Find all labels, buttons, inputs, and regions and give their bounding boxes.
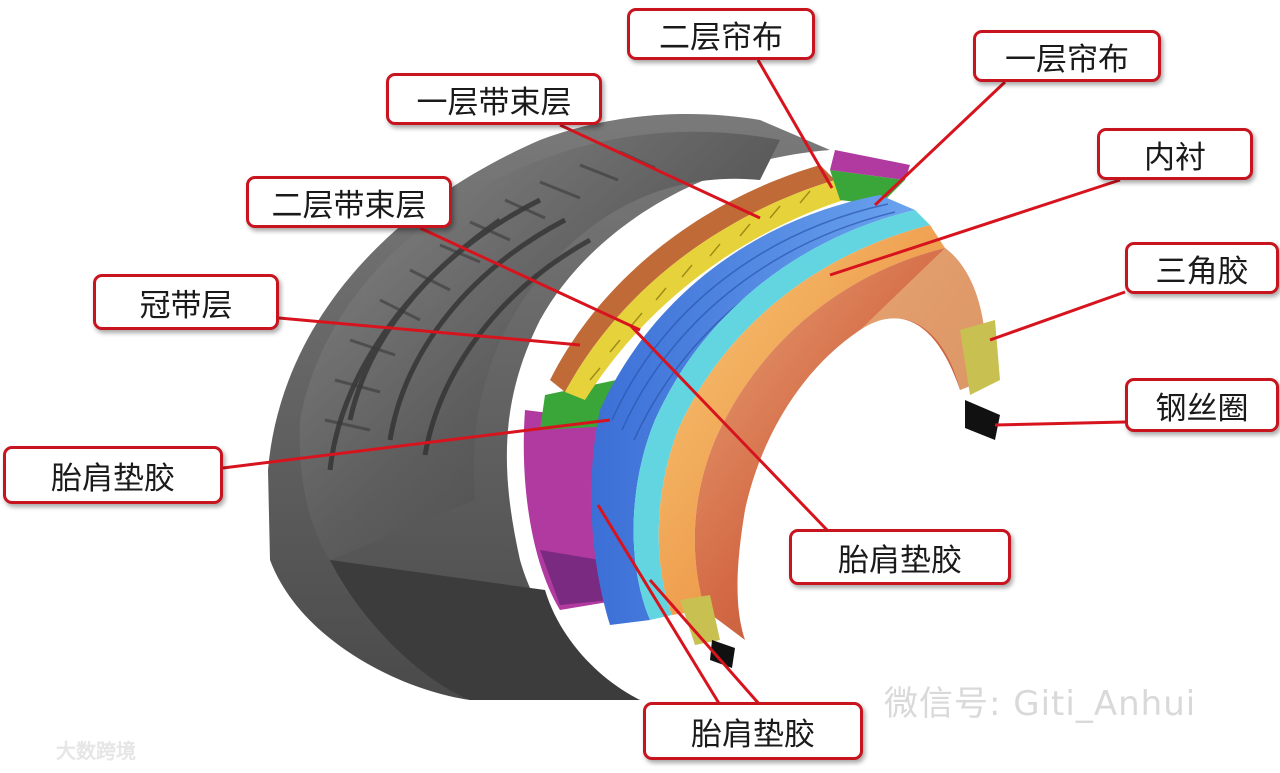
label-cap-ply: 冠带层: [93, 274, 279, 330]
label-shoulder-wedge-left: 胎肩垫胶: [3, 446, 223, 504]
source-watermark: 大数跨境: [56, 739, 136, 763]
label-ply-2: 二层帘布: [627, 8, 815, 60]
bead-right: [965, 400, 1000, 440]
label-shoulder-wedge-center: 胎肩垫胶: [789, 529, 1011, 585]
label-inner-liner: 内衬: [1097, 128, 1253, 180]
label-bead-wire: 钢丝圈: [1125, 378, 1279, 432]
tire-tread: [299, 131, 780, 560]
label-ply-1: 一层帘布: [973, 30, 1161, 82]
inner-liner: [658, 225, 945, 615]
apex-bottom: [680, 595, 720, 645]
body-ply: [591, 195, 915, 625]
belt-layers: [565, 180, 850, 400]
label-belt-2: 二层带束层: [246, 176, 452, 228]
wechat-watermark: 微信号: Giti_Anhui: [884, 684, 1197, 724]
cap-ply: [550, 165, 835, 392]
label-apex: 三角胶: [1125, 242, 1279, 294]
label-shoulder-wedge-bottom: 胎肩垫胶: [643, 702, 863, 760]
lower-sidewall: [330, 560, 640, 700]
leader-lines: [222, 59, 1126, 706]
bead-bottom: [710, 640, 735, 668]
label-belt-1: 一层带束层: [386, 73, 602, 125]
ply-edge: [633, 210, 930, 620]
